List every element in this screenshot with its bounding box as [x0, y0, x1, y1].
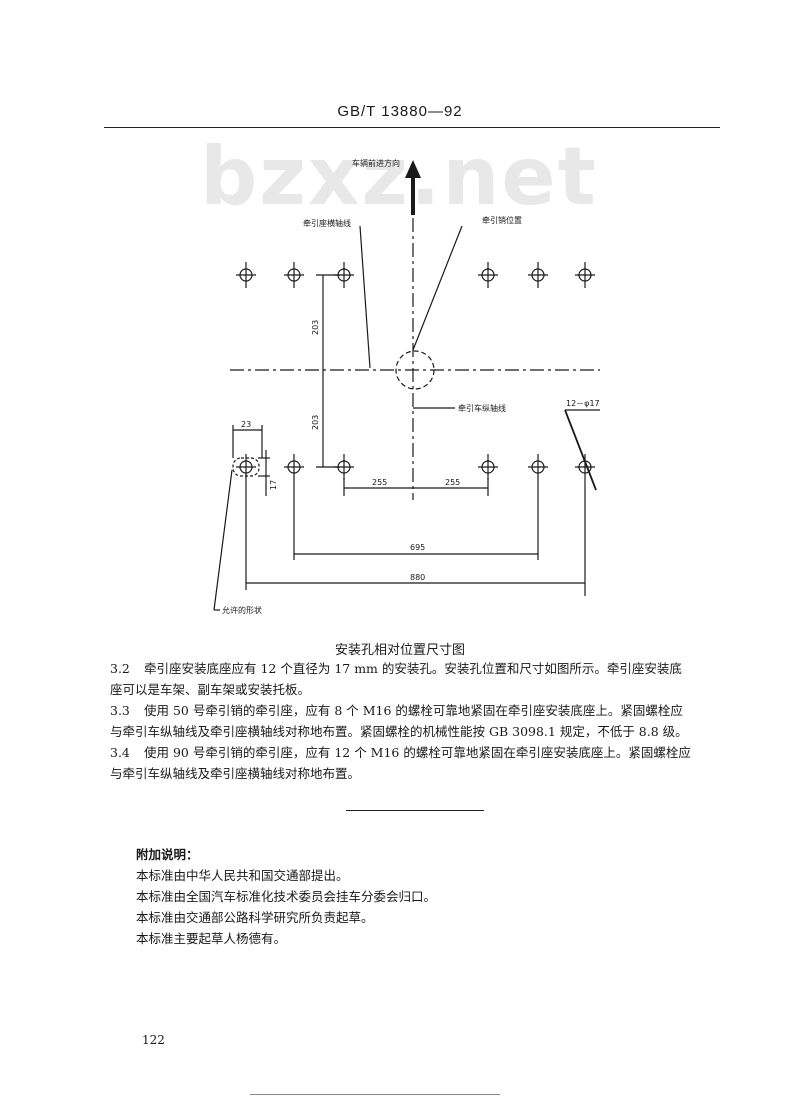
section-text: 使用 50 号牵引销的牵引座，应有 8 个 M16 的螺栓可靠地紧固在牵引座安装… [144, 703, 683, 718]
section-3-4: 3.4 使用 90 号牵引销的牵引座，应有 12 个 M16 的螺栓可靠地紧固在牵… [110, 742, 722, 784]
bottom-hole-row [236, 454, 595, 480]
dim-695: 695 [410, 543, 425, 552]
section-text: 使用 90 号牵引销的牵引座，应有 12 个 M16 的螺栓可靠地紧固在牵引座安… [144, 745, 691, 760]
direction-label: 车辆前进方向 [352, 158, 400, 168]
section-text: 牵引座安装底座应有 12 个直径为 17 mm 的安装孔。安装孔位置和尺寸如图所… [144, 661, 682, 676]
section-text: 座可以是车架、副车架或安装托板。 [110, 682, 311, 697]
dim-23: 23 [241, 420, 251, 429]
section-text: 与牵引车纵轴线及牵引座横轴线对称地布置。紧固螺栓的机械性能按 GB 3098.1… [110, 724, 688, 739]
section-number: 3.3 [110, 703, 130, 718]
section-3-3: 3.3 使用 50 号牵引销的牵引座，应有 8 个 M16 的螺栓可靠地紧固在牵引… [110, 700, 722, 742]
footer-rule [250, 1094, 500, 1095]
figure-caption: 安装孔相对位置尺寸图 [334, 643, 465, 658]
dim-203-top: 203 [311, 320, 320, 335]
transverse-axis-label: 牵引座横轴线 [303, 218, 351, 228]
notes-line: 本标准主要起草人杨德有。 [136, 931, 287, 946]
document-header: GB/T 13880—92 [337, 103, 463, 120]
section-number: 3.2 [110, 661, 130, 676]
notes-line: 本标准由中华人民共和国交通部提出。 [136, 868, 349, 883]
watermark: bzxz.net [200, 130, 598, 223]
section-3-2: 3.2 牵引座安装底座应有 12 个直径为 17 mm 的安装孔。安装孔位置和尺寸… [110, 658, 722, 700]
dim-203-bottom: 203 [311, 415, 320, 430]
page-number: 122 [142, 1033, 165, 1047]
notes-line: 本标准由交通部公路科学研究所负责起草。 [136, 910, 374, 925]
top-hole-row [236, 262, 595, 288]
longitudinal-axis-label: 牵引车纵轴线 [458, 403, 506, 413]
notes-line: 本标准由全国汽车标准化技术委员会挂车分委会归口。 [136, 889, 437, 904]
dim-880: 880 [410, 573, 425, 582]
additional-notes: 附加说明： 本标准由中华人民共和国交通部提出。 本标准由全国汽车标准化技术委员会… [136, 844, 436, 949]
allowed-shape-label: 允许的形状 [222, 605, 262, 615]
dim-17: 17 [269, 480, 278, 490]
notes-title: 附加说明： [136, 847, 199, 862]
dim-255-left: 255 [372, 478, 387, 487]
holes-label: 12－φ17 [566, 399, 600, 408]
header-rule [104, 127, 720, 128]
mounting-hole-diagram: 车辆前进方向 牵引座横轴线 牵引销位置 牵引车纵轴线 允许的形状 12－φ17 … [213, 158, 600, 615]
section-text: 与牵引车纵轴线及牵引座横轴线对称地布置。 [110, 766, 361, 781]
kingpin-position-label: 牵引销位置 [482, 215, 522, 225]
dim-255-right: 255 [445, 478, 460, 487]
separator-rule [346, 810, 484, 811]
section-number: 3.4 [110, 745, 130, 760]
